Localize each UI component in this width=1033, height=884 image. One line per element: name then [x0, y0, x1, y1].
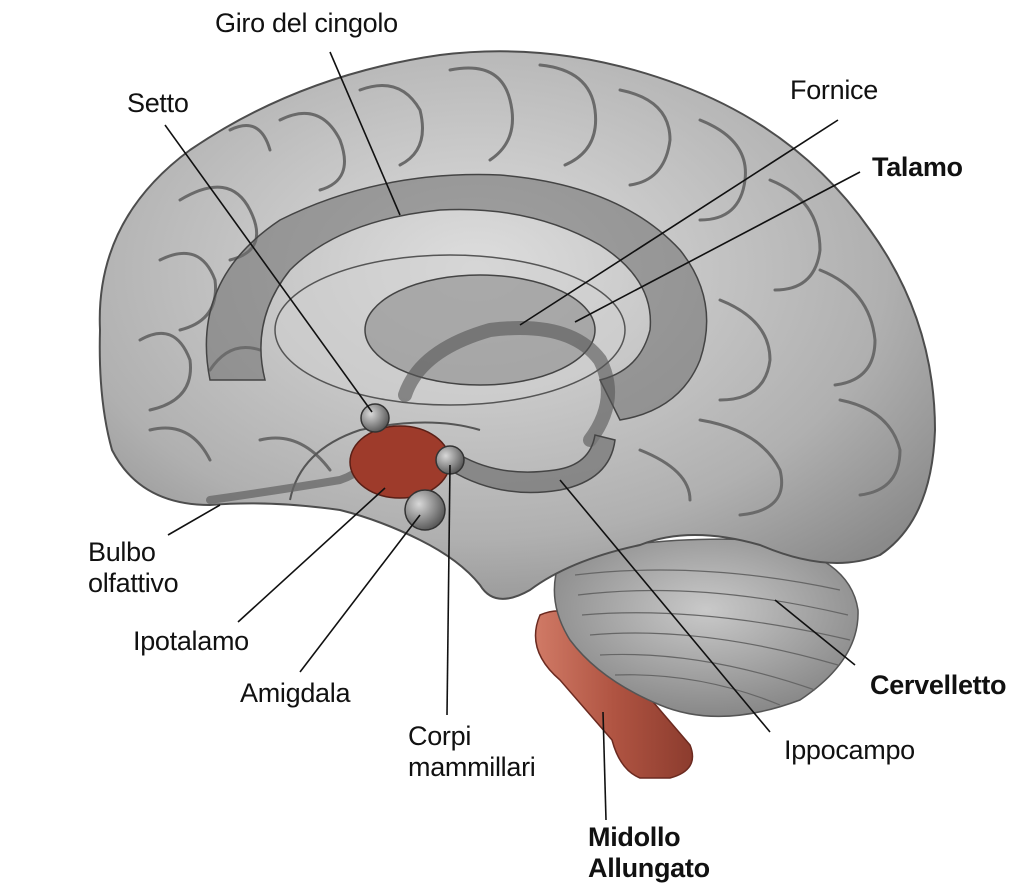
- label-midollo-allungato-line1: Midollo: [588, 822, 710, 853]
- amygdala: [405, 490, 445, 530]
- label-bulbo-olfattivo-line1: Bulbo: [88, 537, 178, 568]
- label-bulbo-olfattivo-line2: olfattivo: [88, 568, 178, 599]
- label-setto: Setto: [127, 88, 189, 119]
- label-talamo: Talamo: [872, 152, 963, 183]
- label-fornice: Fornice: [790, 75, 878, 106]
- label-corpi-mammillari-line1: Corpi: [408, 721, 536, 752]
- label-midollo-allungato: Midollo Allungato: [588, 822, 710, 884]
- label-midollo-allungato-line2: Allungato: [588, 853, 710, 884]
- label-amigdala: Amigdala: [240, 678, 350, 709]
- label-bulbo-olfattivo: Bulbo olfattivo: [88, 537, 178, 599]
- label-ippocampo: Ippocampo: [784, 735, 915, 766]
- leader-ipotalamo: [238, 488, 385, 622]
- label-ipotalamo: Ipotalamo: [133, 626, 249, 657]
- label-corpi-mammillari-line2: mammillari: [408, 752, 536, 783]
- label-cervelletto: Cervelletto: [870, 670, 1006, 701]
- label-corpi-mammillari: Corpi mammillari: [408, 721, 536, 783]
- septum: [361, 404, 389, 432]
- label-giro-del-cingolo: Giro del cingolo: [215, 8, 398, 39]
- leader-amigdala: [300, 515, 420, 672]
- leader-bulbo-olfattivo: [168, 505, 220, 535]
- hypothalamus: [350, 426, 450, 498]
